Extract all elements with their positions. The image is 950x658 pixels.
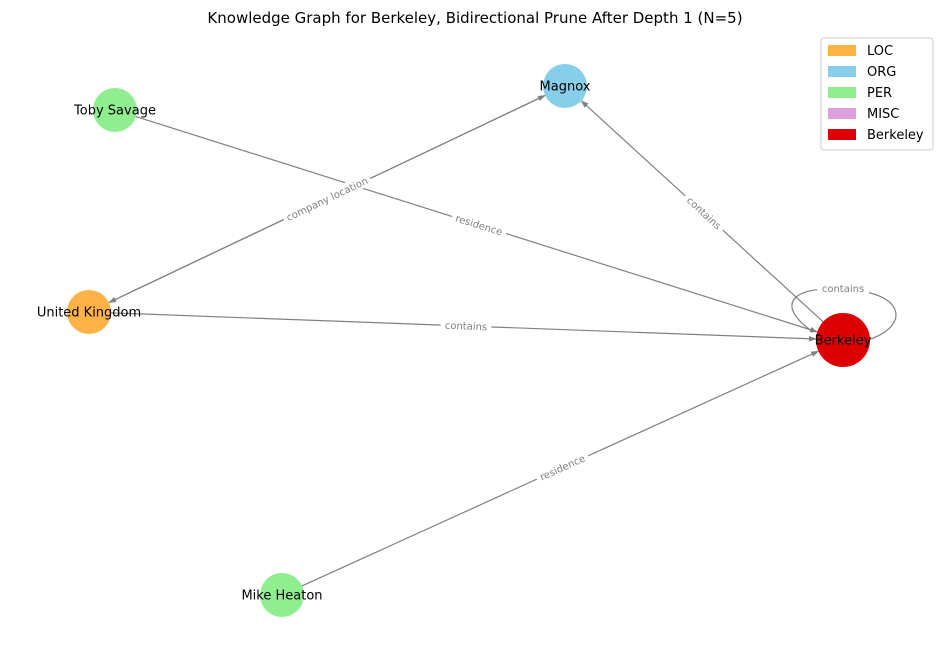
edge-label: contains: [684, 195, 723, 232]
edges-layer: [92, 87, 897, 594]
node-label-berkeley: Berkeley: [815, 334, 872, 349]
legend-label: PER: [867, 86, 892, 101]
legend-label: MISC: [867, 107, 899, 122]
legend-label: Berkeley: [867, 128, 924, 143]
legend: LOC ORG PER MISC Berkeley: [820, 37, 934, 151]
legend-swatch-org: [828, 66, 856, 77]
edge-label: company location: [285, 176, 370, 224]
node-uk: [67, 290, 111, 334]
legend-swatch-per: [828, 87, 856, 98]
node-label-uk: United Kingdom: [37, 306, 141, 321]
legend-swatch-berkeley: [828, 129, 856, 140]
edge-label: residence: [454, 213, 504, 238]
legend-label: LOC: [867, 44, 893, 59]
node-berkeley: [816, 313, 870, 367]
edge-labels-layer: residence contains residence contains contai…: [280, 172, 869, 485]
graph-title: Knowledge Graph for Berkeley, Bidirectio…: [207, 9, 742, 27]
legend-swatch-loc: [828, 45, 856, 56]
edge-label-group: company location: [280, 172, 373, 225]
node-magnox: [543, 64, 587, 108]
edge-label: contains: [445, 321, 488, 334]
edge-label-group: contains: [681, 190, 728, 235]
edge-label-group: contains: [440, 318, 492, 334]
edge-label: contains: [822, 284, 864, 295]
node-label-magnox: Magnox: [540, 80, 591, 95]
node-label-mike: Mike Heaton: [241, 589, 322, 604]
node-toby: [93, 88, 137, 132]
legend-label: ORG: [867, 65, 896, 80]
node-label-toby: Toby Savage: [73, 104, 156, 119]
node-mike: [260, 573, 304, 617]
edge-label-group: residence: [450, 209, 508, 240]
legend-swatch-misc: [828, 108, 856, 119]
edge-label-group: residence: [533, 449, 591, 485]
